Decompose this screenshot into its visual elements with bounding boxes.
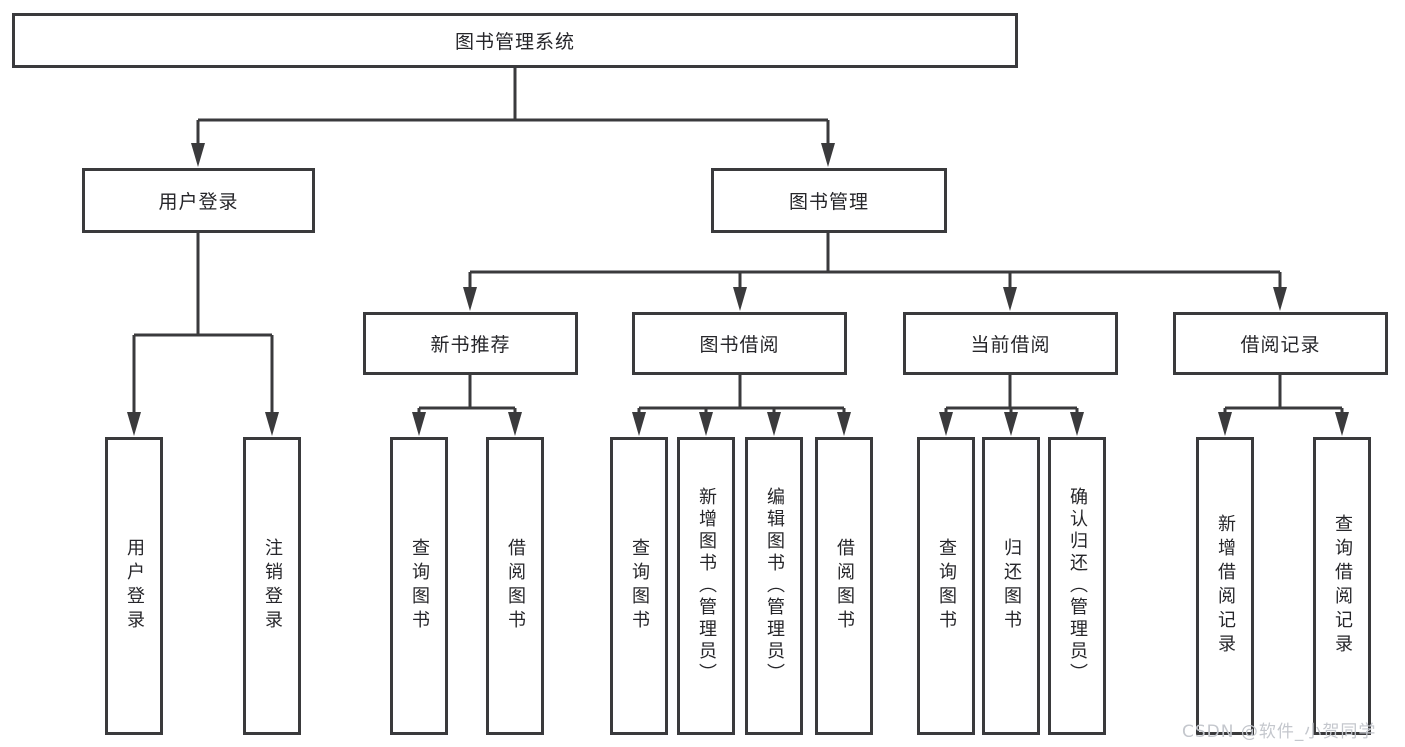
leaf-add-book-admin-label: 新增图书（管理员） [696,487,717,685]
leaf-borrow-books-recommend: 借阅图书 [486,437,544,735]
leaf-logout: 注销登录 [243,437,301,735]
leaf-edit-book-admin: 编辑图书（管理员） [745,437,803,735]
leaf-query-books-recommend: 查询图书 [390,437,448,735]
csdn-watermark: CSDN @软件_小贺同学 [1182,722,1377,742]
leaf-user-login-label: 用户登录 [124,538,145,634]
leaf-query-books-borrowing: 查询图书 [610,437,668,735]
node-user-login: 用户登录 [82,168,315,233]
node-book-management: 图书管理 [711,168,947,233]
leaf-return-book: 归还图书 [982,437,1040,735]
leaf-add-book-admin: 新增图书（管理员） [677,437,735,735]
leaf-add-borrow-record-label: 新增借阅记录 [1215,514,1236,658]
leaf-borrow-books-recommend-label: 借阅图书 [505,538,526,634]
leaf-edit-book-admin-label: 编辑图书（管理员） [764,487,785,685]
node-borrowing-records: 借阅记录 [1173,312,1388,375]
leaf-logout-label: 注销登录 [262,538,283,634]
node-book-borrowing: 图书借阅 [632,312,847,375]
leaf-user-login: 用户登录 [105,437,163,735]
leaf-confirm-return-admin-label: 确认归还（管理员） [1067,487,1088,685]
leaf-return-book-label: 归还图书 [1001,538,1022,634]
node-current-borrowing: 当前借阅 [903,312,1118,375]
leaf-borrow-books-borrowing-label: 借阅图书 [834,538,855,634]
leaf-query-books-recommend-label: 查询图书 [409,538,430,634]
node-library-management-system: 图书管理系统 [12,13,1018,68]
leaf-add-borrow-record: 新增借阅记录 [1196,437,1254,735]
node-new-book-recommendation: 新书推荐 [363,312,578,375]
leaf-query-books-current-label: 查询图书 [936,538,957,634]
leaf-query-books-borrowing-label: 查询图书 [629,538,650,634]
leaf-borrow-books-borrowing: 借阅图书 [815,437,873,735]
leaf-query-books-current: 查询图书 [917,437,975,735]
leaf-confirm-return-admin: 确认归还（管理员） [1048,437,1106,735]
leaf-query-borrow-record-label: 查询借阅记录 [1332,514,1353,658]
leaf-query-borrow-record: 查询借阅记录 [1313,437,1371,735]
